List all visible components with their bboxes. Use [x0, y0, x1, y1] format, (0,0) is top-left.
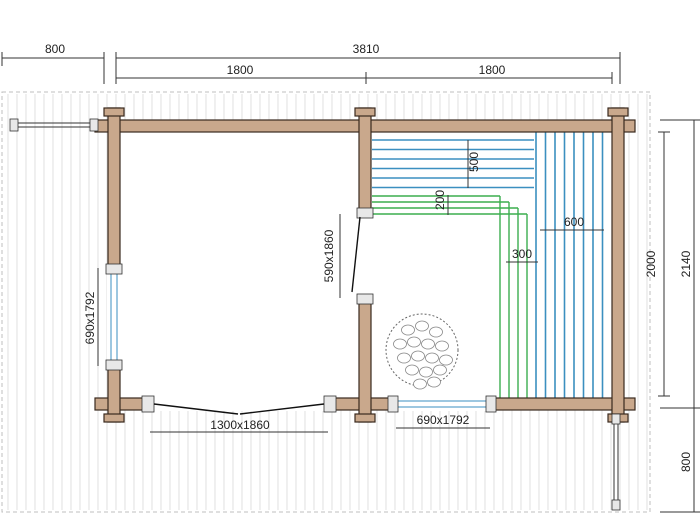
dim-sauna-height: 2000 [644, 250, 658, 277]
dim-bench-step: 200 [433, 190, 447, 210]
room-left-floor [118, 130, 360, 402]
stone [439, 354, 453, 366]
stone [419, 366, 433, 378]
dim-porch-depth: 800 [679, 452, 693, 472]
front-window [387, 395, 497, 413]
stone [429, 326, 443, 338]
dim-total-width: 3810 [353, 42, 380, 56]
top-dimensions [1, 52, 621, 84]
porch-railing [9, 118, 621, 511]
log-walls [94, 107, 636, 423]
stone [435, 340, 449, 352]
stone [413, 378, 427, 390]
label-front-window: 690x1792 [417, 413, 470, 427]
right-dimensions [658, 119, 700, 513]
log-end [607, 107, 629, 117]
stone [411, 350, 425, 362]
wall-right [611, 107, 625, 423]
stone [397, 352, 411, 364]
interior-door [351, 207, 374, 305]
bench-dimension-lines [447, 140, 604, 263]
dim-total-height: 2140 [679, 250, 693, 277]
stove-icon [385, 313, 459, 390]
stone [401, 324, 415, 336]
dim-bench-lower: 300 [512, 247, 532, 261]
dim-room-right-width: 1800 [479, 63, 506, 77]
stone [415, 320, 429, 332]
log-end [103, 413, 125, 423]
front-door [141, 395, 337, 415]
stone [433, 364, 447, 376]
label-front-door: 1300x1860 [210, 418, 270, 432]
stone [407, 336, 421, 348]
stone [405, 364, 419, 376]
dim-porch-width: 800 [45, 42, 65, 56]
stone [421, 338, 435, 350]
left-window [105, 263, 123, 371]
dim-room-left-width: 1800 [227, 63, 254, 77]
log-end [103, 107, 125, 117]
stone [393, 338, 407, 350]
dim-bench-width: 600 [564, 215, 584, 229]
deck-outline [1, 91, 651, 513]
label-left-window: 690x1792 [83, 291, 97, 344]
sauna-benches [372, 132, 604, 398]
dim-bench-upper: 500 [467, 152, 481, 172]
log-end [354, 413, 376, 423]
log-end [354, 107, 376, 117]
label-interior-door: 590x1860 [322, 229, 336, 282]
stone [425, 352, 439, 364]
stone [427, 376, 441, 388]
